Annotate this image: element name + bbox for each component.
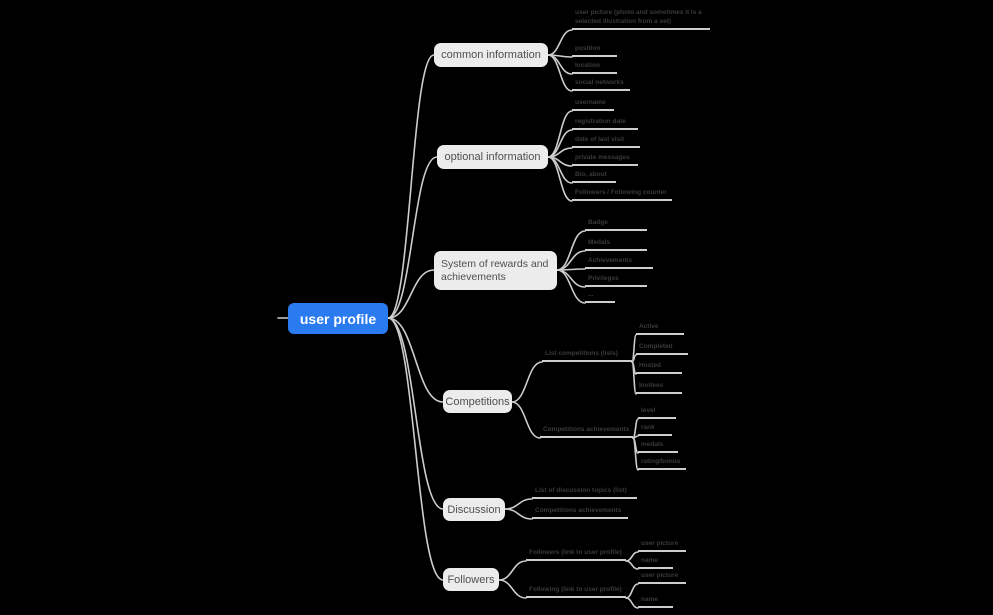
leaf-node-completed[interactable]: Completed (636, 342, 688, 355)
branch-node-followers[interactable]: Followers (443, 568, 499, 591)
branch-node-optional-information[interactable]: optional information (437, 145, 548, 169)
leaf-node-level[interactable]: level (638, 406, 676, 419)
leaf-node-followers-following-counter[interactable]: Followers / Following counter (572, 188, 672, 201)
leaf-node-privileges[interactable]: Privileges (585, 274, 647, 287)
leaf-node-ellipsis[interactable]: ... (585, 290, 615, 303)
leaf-node-active[interactable]: Active (636, 322, 684, 335)
leaf-node-invitees[interactable]: Invitees (636, 381, 682, 394)
leaf-node-competitions-achievements[interactable]: Competitions achievements (540, 425, 633, 438)
leaf-node-private-messages[interactable]: private messages (572, 153, 638, 166)
leaf-node-date-of-last-visit[interactable]: date of last visit (572, 135, 640, 148)
branch-node-competitions[interactable]: Competitions (443, 390, 512, 413)
leaf-node-user-picture-2[interactable]: user picture (638, 571, 686, 584)
branch-node-common-information[interactable]: common information (434, 43, 548, 67)
leaf-node-following-link[interactable]: Following (link to user profile) (526, 585, 626, 598)
leaf-node-user-picture-1[interactable]: user picture (638, 539, 686, 552)
leaf-node-location[interactable]: location (572, 61, 617, 74)
leaf-node-list-competitions[interactable]: List competitions (lists) (542, 349, 632, 362)
leaf-node-social-networks[interactable]: social networks (572, 78, 630, 91)
leaf-node-medals-2[interactable]: medals (638, 440, 678, 453)
leaf-node-list-discussion-topics[interactable]: List of discussion topics (list) (532, 486, 637, 499)
leaf-node-medals[interactable]: Medals (585, 238, 647, 251)
leaf-node-achievements[interactable]: Achievements (585, 256, 653, 269)
leaf-node-name-1[interactable]: name (638, 556, 673, 569)
leaf-node-registration-date[interactable]: registration date (572, 117, 638, 130)
leaf-node-bio-about[interactable]: Bio, about (572, 170, 616, 183)
leaf-node-user-picture-description[interactable]: user picture (photo and sometimes it is … (572, 8, 710, 30)
leaf-node-position[interactable]: position (572, 44, 617, 57)
leaf-node-username[interactable]: username (572, 98, 614, 111)
branch-node-rewards[interactable]: System of rewards and achievements (434, 251, 557, 290)
leaf-node-rating-bonus[interactable]: rating/bonus (638, 457, 686, 470)
leaf-node-hosted[interactable]: Hosted (636, 361, 682, 374)
leaf-node-name-2[interactable]: name (638, 595, 673, 608)
leaf-node-badge[interactable]: Badge (585, 218, 647, 231)
leaf-node-followers-link[interactable]: Followers (link to user profile) (526, 548, 626, 561)
branch-node-discussion[interactable]: Discussion (443, 498, 505, 521)
leaf-node-competitions-achievements-2[interactable]: Competitions achievements (532, 506, 628, 519)
mindmap-root-node[interactable]: user profile (288, 303, 388, 334)
leaf-node-rank[interactable]: rank (638, 423, 672, 436)
